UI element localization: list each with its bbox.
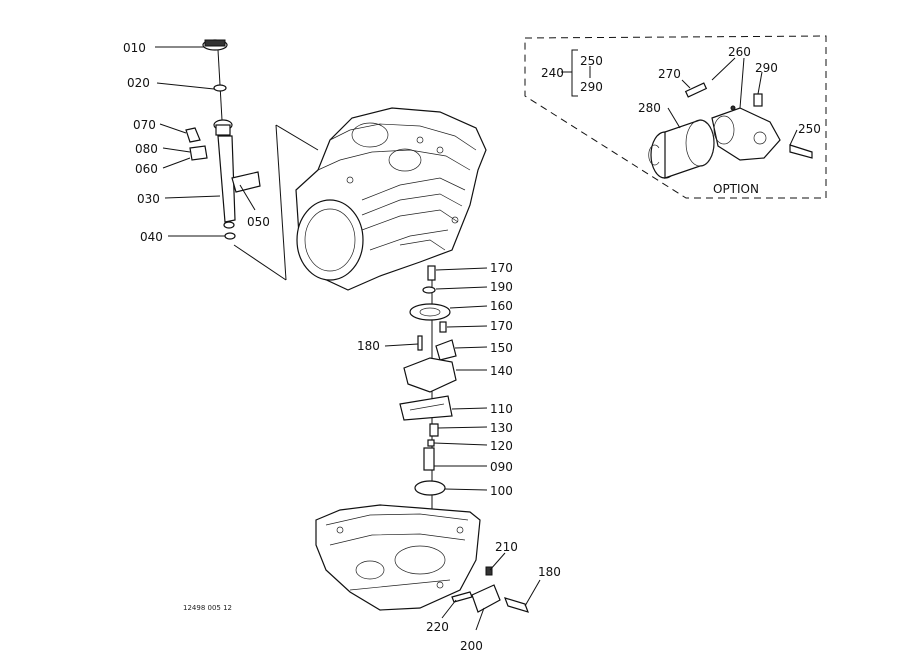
label-270: 270	[658, 67, 681, 81]
leader-lines	[155, 46, 798, 631]
label-150: 150	[490, 341, 513, 355]
label-060: 060	[135, 162, 158, 176]
label-180-lower: 180	[538, 565, 561, 579]
label-070: 070	[133, 118, 156, 132]
label-260: 260	[728, 45, 751, 59]
option-caption: OPTION	[713, 182, 759, 196]
label-080: 080	[135, 142, 158, 156]
label-160: 160	[490, 299, 513, 313]
label-100: 100	[490, 484, 513, 498]
label-140: 140	[490, 364, 513, 378]
label-290-option: 290	[755, 61, 778, 75]
label-280: 280	[638, 101, 661, 115]
label-250-option: 250	[798, 122, 821, 136]
label-250-bracket: 250	[580, 54, 603, 68]
engine-block-drawing	[295, 107, 487, 291]
label-120: 120	[490, 439, 513, 453]
lever-parts	[451, 566, 529, 613]
oil-filter-option-drawing	[648, 82, 813, 179]
label-090: 090	[490, 460, 513, 474]
label-220: 220	[426, 620, 449, 634]
oil-pan-drawing	[315, 504, 481, 611]
dipstick-assembly	[185, 39, 261, 240]
label-110: 110	[490, 402, 513, 416]
label-190: 190	[490, 280, 513, 294]
figure-code: 12498 005 12	[183, 604, 232, 612]
label-170-upper: 170	[490, 261, 513, 275]
label-200: 200	[460, 639, 483, 653]
label-290-bracket: 290	[580, 80, 603, 94]
label-010: 010	[123, 41, 146, 55]
label-210: 210	[495, 540, 518, 554]
label-050: 050	[247, 215, 270, 229]
label-130: 130	[490, 421, 513, 435]
label-170-lower: 170	[490, 319, 513, 333]
label-030: 030	[137, 192, 160, 206]
label-180-upper: 180	[357, 339, 380, 353]
option-box-border	[524, 35, 827, 199]
oil-pump-stack	[399, 265, 457, 496]
label-020: 020	[127, 76, 150, 90]
label-240: 240	[541, 66, 564, 80]
label-040: 040	[140, 230, 163, 244]
